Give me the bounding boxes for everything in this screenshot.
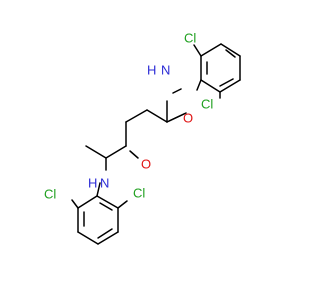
- molecule-structure: Cl Cl N H O O N H Cl Cl: [44, 31, 241, 245]
- bond-lines: [71, 43, 241, 245]
- hydrogen-label-top: H: [147, 63, 156, 78]
- chlorine-label-bottom-right: Cl: [133, 186, 145, 201]
- nitrogen-label-top: N: [161, 63, 170, 78]
- atom-labels: Cl Cl N H O O N H Cl Cl: [44, 31, 213, 202]
- nitrogen-label-bottom: N: [100, 176, 109, 191]
- chlorine-label-top-right: Cl: [201, 97, 213, 112]
- oxygen-label-bottom: O: [141, 157, 151, 172]
- hydrogen-label-bottom: H: [88, 176, 97, 191]
- oxygen-label-top: O: [183, 111, 193, 126]
- chlorine-label-bottom-left: Cl: [44, 187, 56, 202]
- chlorine-label-top-left: Cl: [184, 31, 196, 46]
